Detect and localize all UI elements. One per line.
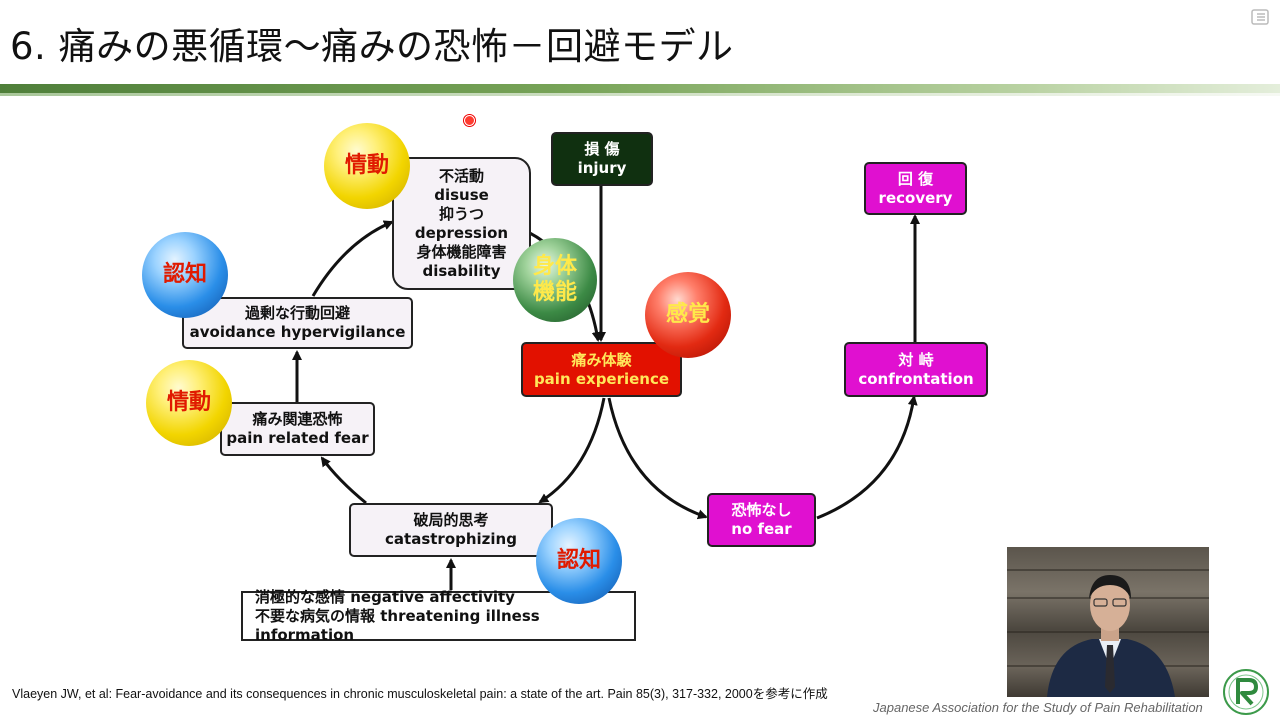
arrow-avoidance-to-disuse <box>311 220 394 297</box>
badge-sensation-label: 感覚 <box>665 302 710 327</box>
badge-emotion-left-label: 情動 <box>166 390 211 415</box>
slide-menu-icon[interactable] <box>1251 8 1269 26</box>
node-nofear-en: no fear <box>731 520 792 538</box>
node-catastrophizing-en: catastrophizing <box>385 530 517 548</box>
laser-pointer-dot <box>464 115 475 126</box>
badge-sensation: 感覚 <box>645 272 731 358</box>
node-disuse: 不活動 disuse 抑うつ depression 身体機能障害 disabil… <box>392 157 531 290</box>
title-divider-shade <box>0 93 1280 96</box>
node-fear-jp: 痛み関連恐怖 <box>252 410 343 428</box>
badge-cognition-bottom-label: 認知 <box>556 548 601 573</box>
arrow-catastrophizing-to-fear <box>320 456 367 505</box>
presenter-figure <box>1047 575 1175 697</box>
badge-emotion-top-label: 情動 <box>344 153 389 178</box>
badge-cognition-left: 認知 <box>142 232 228 318</box>
slide-title: 6. 痛みの悪循環〜痛みの恐怖－回避モデル <box>10 25 734 68</box>
arrow-nofear-to-confrontation <box>816 395 918 520</box>
node-confrontation-jp: 対 峙 <box>898 350 934 369</box>
node-catastrophizing: 破局的思考 catastrophizing <box>349 503 553 557</box>
reference-citation: Vlaeyen JW, et al: Fear-avoidance and it… <box>12 687 828 701</box>
node-disuse-line1: 不活動 <box>438 166 484 185</box>
organization-logo-icon <box>1223 669 1269 715</box>
node-avoidance: 過剰な行動回避 avoidance hypervigilance <box>182 297 413 349</box>
node-injury: 損 傷 injury <box>551 132 653 186</box>
node-negative-line1: 消極的な感情 negative affectivity <box>255 587 515 606</box>
node-pain-experience-en: pain experience <box>533 369 670 388</box>
badge-cognition-bottom: 認知 <box>536 518 622 604</box>
node-recovery-jp: 回 復 <box>897 169 934 188</box>
node-pain-experience: 痛み体験 pain experience <box>521 342 682 397</box>
badge-physical-line2: 機能 <box>532 280 577 305</box>
arrow-pain-to-catastrophizing <box>538 397 606 504</box>
arrow-pain-to-nofear <box>607 397 708 520</box>
node-negative-line2: 不要な病気の情報 threatening illness information <box>255 606 540 644</box>
node-avoidance-jp: 過剰な行動回避 <box>244 304 350 322</box>
node-no-fear: 恐怖なし no fear <box>707 493 816 547</box>
badge-physical-function: 身体 機能 <box>513 238 597 322</box>
node-catastrophizing-jp: 破局的思考 <box>413 511 489 529</box>
node-avoidance-en: avoidance hypervigilance <box>189 323 406 341</box>
badge-physical-line1: 身体 <box>532 254 577 279</box>
badge-emotion-top: 情動 <box>324 123 410 209</box>
node-fear-en: pain related fear <box>226 429 369 447</box>
node-recovery: 回 復 recovery <box>864 162 967 215</box>
node-disuse-line6: disability <box>422 261 501 280</box>
node-pain-related-fear: 痛み関連恐怖 pain related fear <box>220 402 375 456</box>
title-divider <box>0 84 1280 93</box>
node-pain-experience-jp: 痛み体験 <box>571 350 632 369</box>
badge-emotion-left: 情動 <box>146 360 232 446</box>
node-recovery-en: recovery <box>878 188 953 207</box>
node-disuse-line5: 身体機能障害 <box>416 242 507 261</box>
node-injury-jp: 損 傷 <box>584 140 620 158</box>
node-confrontation: 対 峙 confrontation <box>844 342 988 397</box>
badge-cognition-left-label: 認知 <box>162 262 207 287</box>
organization-name: Japanese Association for the Study of Pa… <box>873 700 1203 715</box>
node-disuse-line4: depression <box>414 223 509 242</box>
node-disuse-line2: disuse <box>434 185 489 204</box>
node-nofear-jp: 恐怖なし <box>731 501 792 519</box>
presenter-video[interactable] <box>1007 547 1209 697</box>
node-confrontation-en: confrontation <box>858 369 974 388</box>
node-disuse-line3: 抑うつ <box>438 204 484 223</box>
node-injury-en: injury <box>577 159 627 177</box>
